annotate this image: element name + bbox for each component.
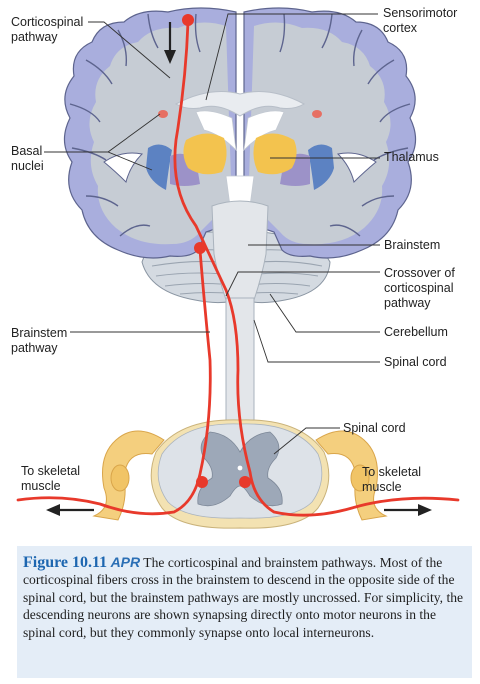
cortex-neuron-cell-body [182,14,194,26]
apr-badge: APR [110,554,141,570]
leader-lines [44,13,380,455]
figure-caption: Figure 10.11 APR The corticospinal and b… [17,546,472,678]
spinal-cord-cross-section [92,419,388,529]
figure-number: Figure 10.11 [23,554,108,571]
label-to-skeletal-muscle-left: To skeletal muscle [21,464,81,493]
brainstem-pathway-fiber [16,248,212,516]
label-corticospinal-pathway: Corticospinal pathway [11,15,84,44]
label-spinal-cord-upper: Spinal cord [384,355,447,369]
pathway-diagram [16,7,460,529]
label-spinal-cord-lower: Spinal cord [343,421,406,435]
caption-text: The corticospinal and brainstem pathways… [23,555,464,640]
label-brainstem: Brainstem [384,238,441,252]
pathway-cell-bodies [182,14,251,488]
label-thalamus: Thalamus [384,150,439,164]
descending-arrow-icon [164,22,176,64]
spinal-cord-column [225,297,255,421]
label-cerebellum: Cerebellum [384,325,448,339]
left-motor-neuron-cell-body [196,476,208,488]
left-output-arrow-icon [46,504,94,516]
right-motor-neuron-cell-body [239,476,251,488]
thalamus [183,133,297,175]
brainstem-neuron-cell-body [194,242,206,254]
basal-nuclei [146,110,334,190]
label-crossover: Crossover of corticospinal pathway [384,266,455,310]
brain-coronal-section [63,7,417,259]
corticospinal-pathway-fiber [173,20,460,517]
right-output-arrow-icon [384,504,432,516]
label-basal-nuclei: Basal nuclei [11,144,44,173]
label-sensorimotor-cortex: Sensorimotor cortex [383,6,458,35]
label-to-skeletal-muscle-right: To skeletal muscle [362,465,422,494]
label-brainstem-pathway: Brainstem pathway [11,326,68,355]
